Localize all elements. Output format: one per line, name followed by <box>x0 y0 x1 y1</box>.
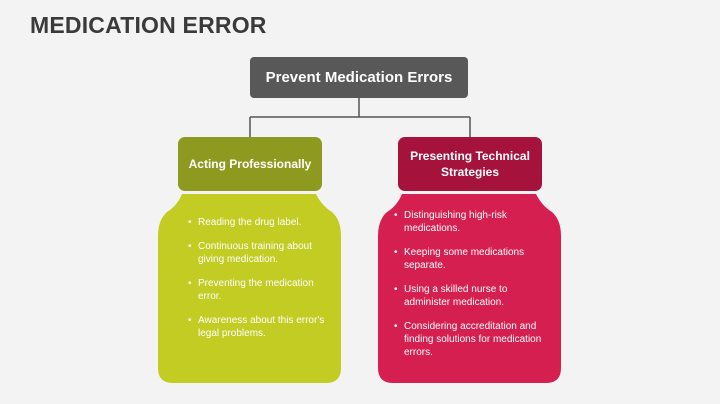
branch-label-technical-strategies: Presenting Technical Strategies <box>410 149 530 179</box>
connector-lines <box>249 98 471 137</box>
acting-professionally-list: Reading the drug label. Continuous train… <box>186 216 326 351</box>
branch-label-acting-professionally: Acting Professionally <box>188 157 312 171</box>
green-jar-lid <box>178 137 322 191</box>
list-item: Reading the drug label. <box>186 216 326 229</box>
list-item: Distinguishing high-risk medications. <box>392 209 542 235</box>
technical-strategies-list: Distinguishing high-risk medications. Ke… <box>392 209 542 370</box>
list-item: Considering accreditation and finding so… <box>392 320 542 359</box>
list-item: Preventing the medication error. <box>186 277 326 303</box>
list-item: Continuous training about giving medicat… <box>186 240 326 266</box>
list-item: Keeping some medications separate. <box>392 246 542 272</box>
list-item: Awareness about this error's legal probl… <box>186 314 326 340</box>
slide-title: MEDICATION ERROR <box>30 12 267 38</box>
root-box-bg <box>250 57 468 98</box>
list-item: Using a skilled nurse to administer medi… <box>392 283 542 309</box>
root-node: Prevent Medication Errors <box>265 69 453 86</box>
red-jar-lid <box>398 137 542 191</box>
